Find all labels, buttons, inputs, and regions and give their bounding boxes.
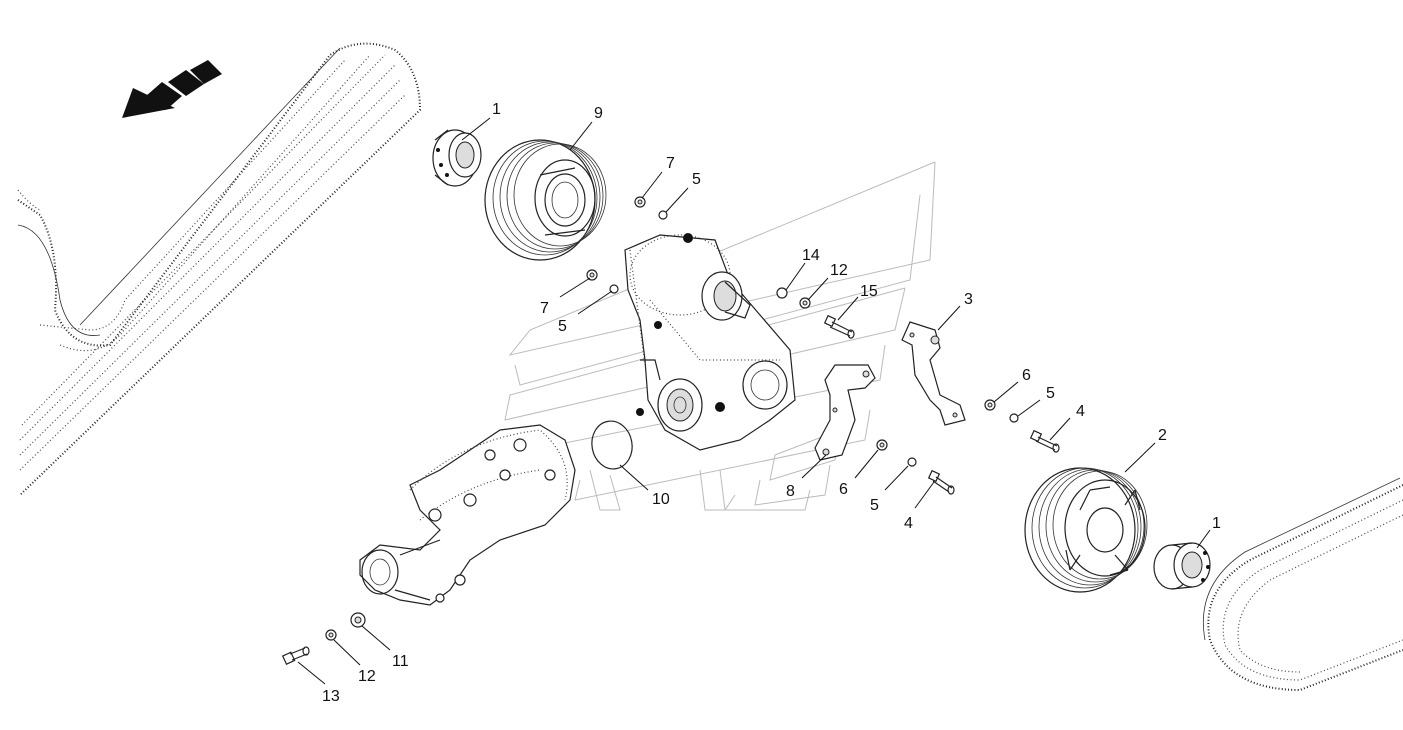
callout-8: 8 xyxy=(786,483,795,500)
callout-5-left: 5 xyxy=(558,318,567,335)
callout-7-left: 7 xyxy=(540,300,549,317)
part-4-bolt-upper xyxy=(1029,429,1060,453)
callout-14: 14 xyxy=(802,247,820,264)
callout-labels: 1 9 7 5 14 12 15 7 5 3 6 5 4 2 1 10 8 6 … xyxy=(322,101,1221,705)
callout-10: 10 xyxy=(652,491,670,508)
callout-13: 13 xyxy=(322,688,340,705)
part-8-bracket xyxy=(814,364,876,461)
part-7-nut-left xyxy=(586,269,598,281)
callout-5-lower: 5 xyxy=(870,497,879,514)
callout-5-upper-right: 5 xyxy=(1046,385,1055,402)
callout-11: 11 xyxy=(392,653,409,670)
part-12-washer-lower xyxy=(325,629,337,641)
gearbox-assembly xyxy=(624,233,796,451)
drive-belt-right xyxy=(1202,477,1403,692)
drive-belt-left xyxy=(17,42,422,496)
part-13-bolt xyxy=(281,646,310,666)
hydraulic-pump xyxy=(359,424,576,606)
part-7-nut-upper xyxy=(634,196,646,208)
part-6-washer-upper-right xyxy=(984,399,996,411)
callout-1-lower: 1 xyxy=(1212,515,1221,532)
part-4-bolt-lower xyxy=(927,469,955,495)
part-3-bracket xyxy=(901,321,966,426)
callout-9: 9 xyxy=(594,105,603,122)
leader-lines xyxy=(297,117,1211,685)
callout-4-lower: 4 xyxy=(904,515,913,532)
part-2-pulley-lower xyxy=(1024,467,1148,593)
part-15-bolt xyxy=(823,314,855,339)
callout-12-lower: 12 xyxy=(358,668,376,685)
callout-4-upper: 4 xyxy=(1076,403,1085,420)
callout-15: 15 xyxy=(860,283,878,300)
part-9-pulley-upper xyxy=(484,139,607,261)
callout-5-upper: 5 xyxy=(692,171,701,188)
part-5-washer-upper-right xyxy=(1009,413,1019,423)
part-5-washer-upper xyxy=(658,210,668,220)
part-1-coupling-lower xyxy=(1153,542,1211,590)
part-1-coupling-upper xyxy=(432,129,482,187)
part-11-nut xyxy=(350,612,366,628)
part-5-washer-lower xyxy=(907,457,917,467)
callout-7-upper: 7 xyxy=(666,155,675,172)
part-10-o-ring xyxy=(591,420,633,470)
callout-6-lower: 6 xyxy=(839,481,848,498)
callout-1-upper: 1 xyxy=(492,101,501,118)
callout-2: 2 xyxy=(1158,427,1167,444)
callout-3: 3 xyxy=(964,291,973,308)
part-6-washer-lower xyxy=(876,439,888,451)
part-12-washer-upper xyxy=(799,297,811,309)
callout-6-upper-right: 6 xyxy=(1022,367,1031,384)
part-14-washer xyxy=(776,287,788,299)
callout-12-upper: 12 xyxy=(830,262,848,279)
triple-chevron-arrow-icon xyxy=(122,60,222,118)
